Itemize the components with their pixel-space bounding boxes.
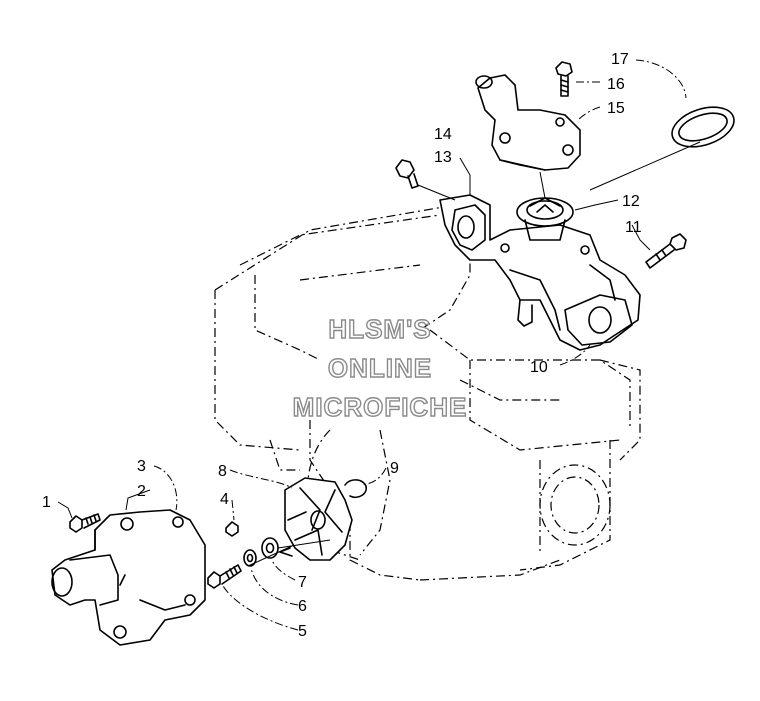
bolt-part-1 [69,513,101,533]
thermostat-housing-part-15 [475,74,581,171]
pump-housing-part-10 [439,194,641,351]
fitting-part-13 [395,159,419,189]
bolt-part-11 [645,233,687,269]
leader-lines [57,59,701,631]
oring-part-17 [671,106,735,148]
bolt-part-16 [555,61,573,97]
washer-part-6 [243,549,257,567]
callouts: 1 2 3 4 5 6 7 8 9 10 11 12 13 14 15 16 1… [42,51,642,640]
seal-part-7 [261,537,279,559]
callout-2: 2 [137,483,146,500]
thermostat-part-12 [516,197,574,241]
watermark: HLSM'S ONLINE MICROFICHE [292,313,468,422]
callout-14: 14 [434,126,452,143]
callout-15: 15 [607,100,625,117]
callout-4: 4 [220,491,229,508]
engine-block-outline [214,204,641,581]
watermark-line-1: HLSM'S [328,314,431,344]
water-pump-cover [51,509,206,646]
impeller-part-8 [279,477,353,561]
callout-9: 9 [390,460,399,477]
pin-part-4 [225,521,239,537]
callout-3: 3 [137,458,146,475]
callout-5: 5 [298,623,307,640]
callout-11: 11 [625,219,642,236]
callout-1: 1 [42,494,51,511]
callout-6: 6 [298,598,307,615]
watermark-line-3: MICROFICHE [293,392,468,422]
callout-17: 17 [611,51,629,68]
callout-13: 13 [434,149,452,166]
bolt-part-5 [207,564,242,589]
watermark-line-2: ONLINE [328,353,432,383]
callout-7: 7 [298,574,307,591]
callout-12: 12 [622,193,640,210]
callout-8: 8 [218,463,227,480]
callout-10: 10 [530,359,548,376]
clip-part-9 [344,479,368,499]
callout-16: 16 [607,76,625,93]
